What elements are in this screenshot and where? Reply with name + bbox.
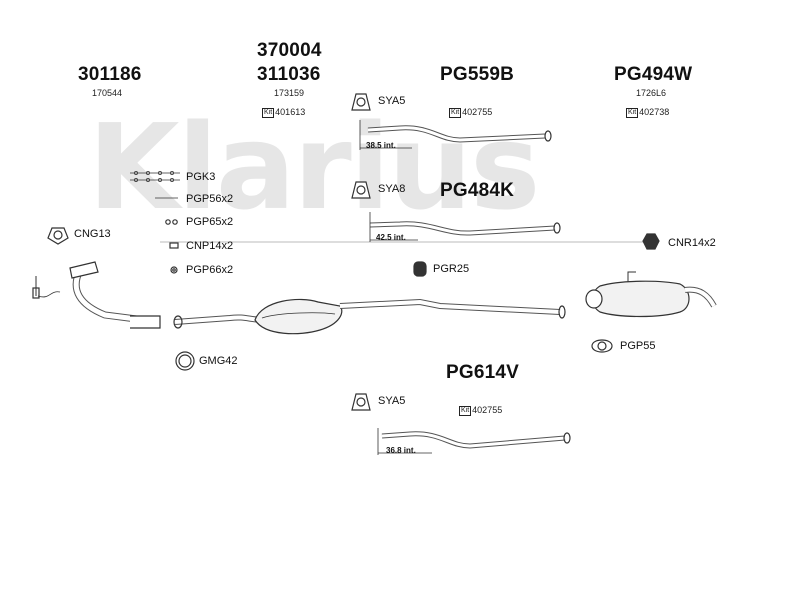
code-1726l6: 1726L6 (636, 88, 667, 98)
label-pgk3: PGK3 (186, 171, 216, 183)
kit-402755-a-number: 402755 (462, 107, 493, 117)
label-cnp14: CNP14x2 (186, 240, 234, 252)
code-301186: 301186 (78, 64, 142, 85)
kit-401613-number: 401613 (275, 107, 306, 117)
pgp65-icon (165, 219, 178, 225)
label-cnr14: CNR14x2 (668, 237, 716, 249)
kit-402755-b-number: 402755 (472, 405, 503, 415)
code-173159: 173159 (274, 88, 305, 98)
label-sya5-bottom: SYA5 (378, 395, 406, 407)
pgk3-icon (130, 171, 180, 182)
dimension-38-5: 38.5 int. (366, 141, 396, 150)
cnr14-icon (642, 233, 660, 250)
label-pgr25: PGR25 (433, 263, 470, 275)
label-pgp55: PGP55 (620, 340, 656, 352)
dimension-42-5: 42.5 int. (376, 233, 406, 242)
sya8-icon (351, 181, 371, 199)
code-pg494w: PG494W (614, 64, 693, 85)
label-sya5-top: SYA5 (378, 95, 406, 107)
kit-badge: Kit (459, 406, 472, 416)
label-sya8: SYA8 (378, 183, 406, 195)
code-370004: 370004 (257, 40, 322, 61)
sya5-top-icon (351, 93, 371, 111)
kit-badge: Kit (262, 108, 275, 118)
label-pgp56: PGP56x2 (186, 193, 234, 205)
code-pg559b: PG559B (440, 64, 515, 85)
pgp55-icon (591, 339, 613, 353)
kit-badge: Kit (449, 108, 462, 118)
code-pg614v: PG614V (446, 362, 520, 383)
klarius-watermark: Klarius (88, 98, 540, 236)
cnp14-icon (169, 242, 179, 249)
label-gmg42: GMG42 (199, 355, 238, 367)
dimension-36-8: 36.8 int. (386, 446, 416, 455)
gmg42-icon (175, 351, 195, 371)
pgp66-icon (170, 266, 178, 274)
rear-silencer (591, 280, 690, 318)
code-170544: 170544 (92, 88, 123, 98)
cng13-icon (47, 227, 69, 245)
catalytic-converter (254, 298, 343, 335)
pgr25-icon (413, 261, 427, 277)
kit-badge: Kit (626, 108, 639, 118)
code-pg484k: PG484K (440, 180, 515, 201)
kit-402738-number: 402738 (639, 107, 670, 117)
label-cng13: CNG13 (74, 228, 111, 240)
sya5-bottom-icon (351, 393, 371, 411)
code-311036: 311036 (257, 64, 321, 85)
label-pgp66: PGP66x2 (186, 264, 234, 276)
label-pgp65: PGP65x2 (186, 216, 234, 228)
